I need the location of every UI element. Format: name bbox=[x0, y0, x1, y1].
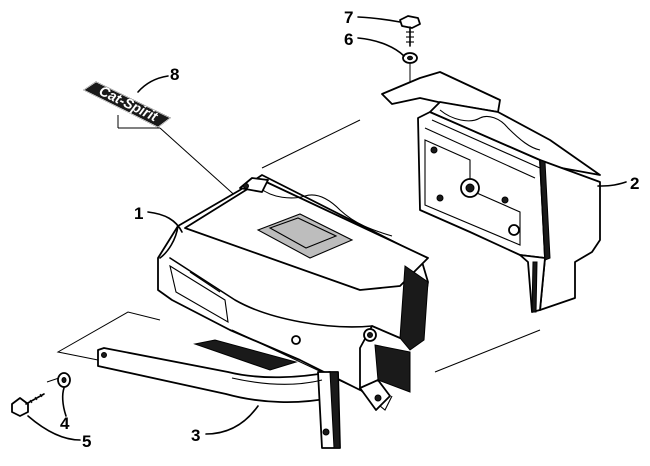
part-4-washer bbox=[57, 372, 71, 388]
callout-leaders bbox=[27, 16, 627, 441]
part-3-bracket bbox=[97, 339, 341, 449]
callout-4: 4 bbox=[60, 414, 70, 433]
callout-2: 2 bbox=[630, 174, 639, 193]
callout-7: 7 bbox=[344, 8, 353, 27]
callout-8: 8 bbox=[170, 65, 179, 84]
part-5-bolt bbox=[11, 393, 45, 417]
callout-3: 3 bbox=[191, 426, 200, 445]
alignment-lines bbox=[46, 58, 541, 383]
part-6-washer bbox=[402, 52, 418, 64]
part-8-decal: Cat-Spirit bbox=[83, 81, 171, 128]
part-7-bolt bbox=[399, 15, 421, 47]
decal-text: Cat-Spirit bbox=[97, 82, 162, 125]
part-1-front-shield bbox=[157, 174, 429, 411]
part-2-rear-shield bbox=[381, 71, 601, 313]
callout-1: 1 bbox=[134, 204, 143, 223]
callout-5: 5 bbox=[82, 432, 91, 451]
callout-6: 6 bbox=[344, 30, 353, 49]
callout-labels: 1 2 3 4 5 6 7 8 bbox=[60, 8, 639, 451]
